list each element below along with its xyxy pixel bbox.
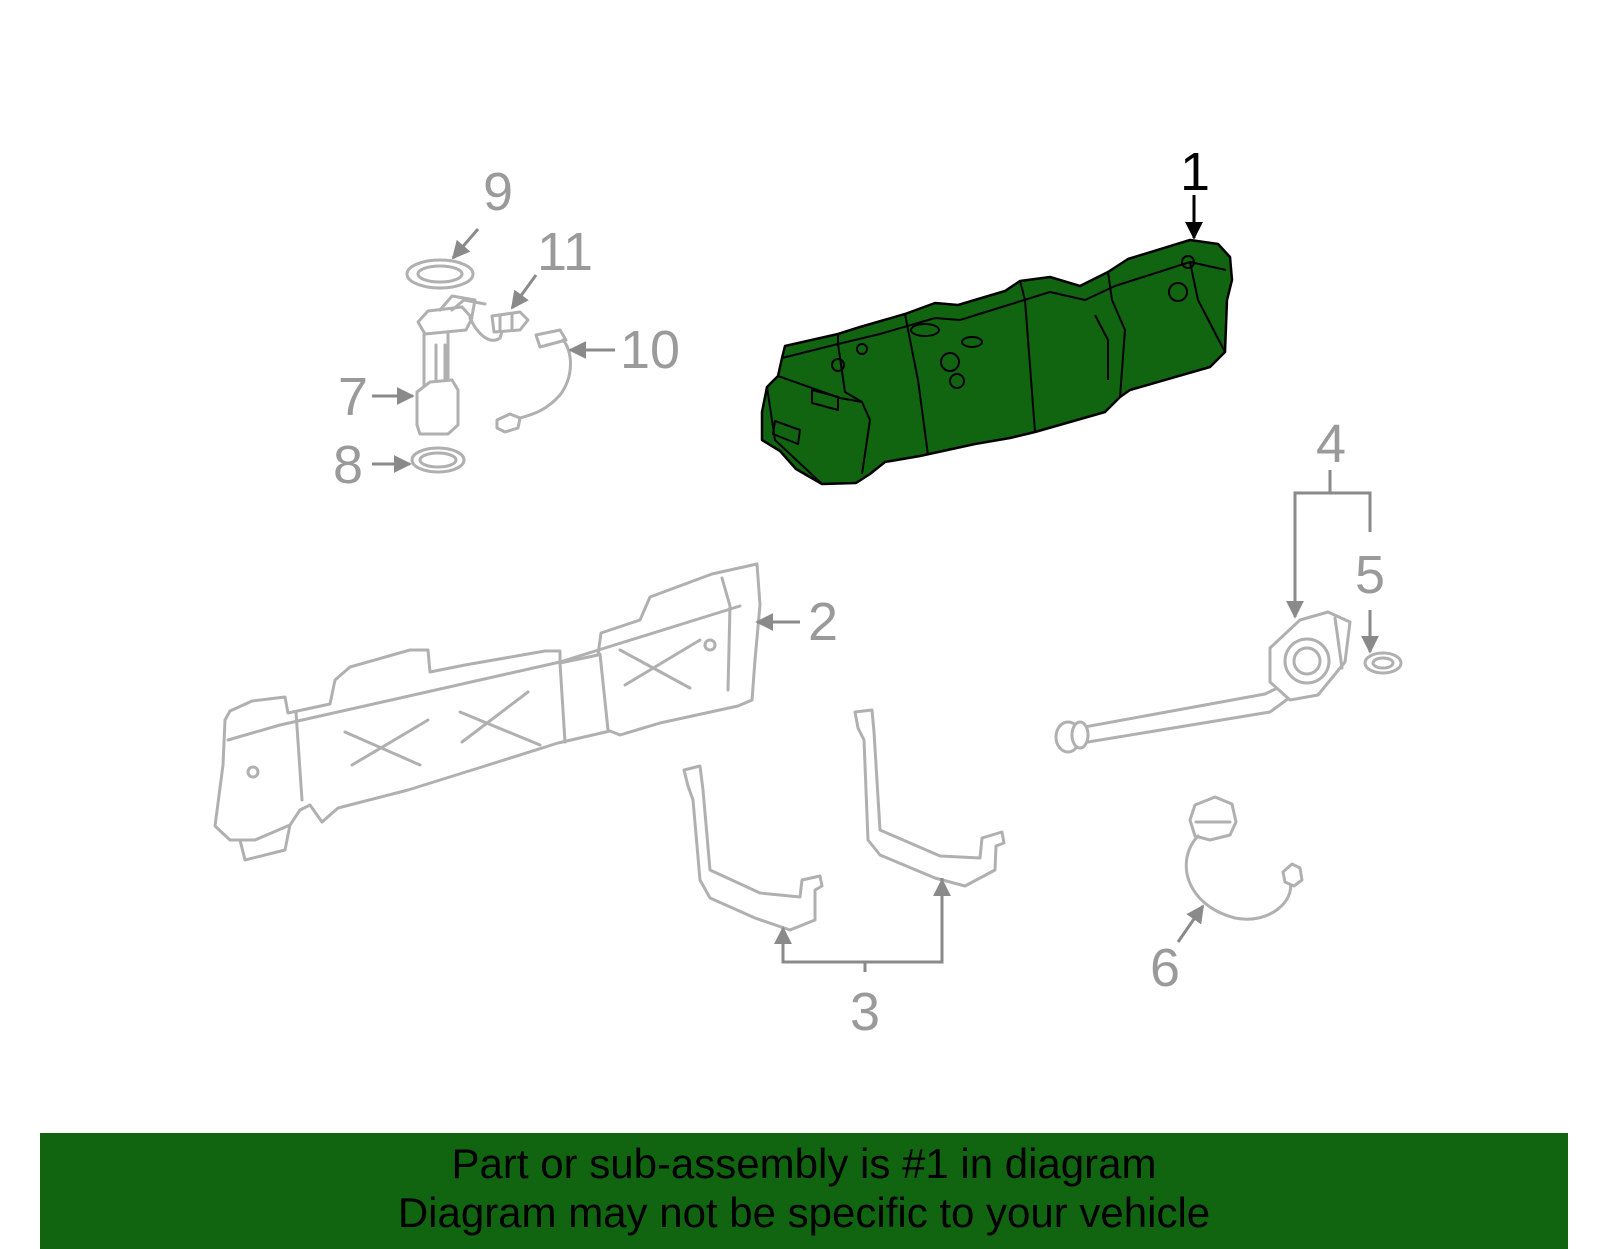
callout-9: 9 xyxy=(483,162,513,222)
seal-ring-part-8[interactable] xyxy=(410,446,466,474)
skid-plate-part-2[interactable] xyxy=(213,562,762,862)
callout-2: 2 xyxy=(808,592,838,652)
filler-neck-part-4[interactable] xyxy=(1054,610,1352,754)
info-banner: Part or sub-assembly is #1 in diagram Di… xyxy=(40,1133,1568,1249)
leader-6 xyxy=(1176,904,1205,943)
leader-lines xyxy=(372,195,1379,972)
lock-ring-part-9[interactable] xyxy=(405,258,475,290)
o-ring-part-5[interactable] xyxy=(1363,651,1403,675)
sensor-harness-part-10[interactable] xyxy=(495,328,572,434)
callout-4: 4 xyxy=(1316,414,1346,474)
fuel-tank-part-1[interactable] xyxy=(760,238,1234,486)
leader-9 xyxy=(451,228,480,260)
tank-straps-part-3[interactable] xyxy=(682,708,1006,932)
banner-line-2: Diagram may not be specific to your vehi… xyxy=(397,1189,1211,1236)
leader-3 xyxy=(781,878,944,964)
callout-7: 7 xyxy=(338,367,368,427)
callout-labels: 1 2 3 4 5 6 7 8 9 10 11 xyxy=(333,142,1385,1042)
leader-4 xyxy=(1293,470,1372,615)
fuel-cap-part-6[interactable] xyxy=(1184,795,1304,921)
callout-3: 3 xyxy=(850,982,880,1042)
banner-line-1: Part or sub-assembly is #1 in diagram xyxy=(451,1140,1157,1187)
callout-5: 5 xyxy=(1355,545,1385,605)
callout-11: 11 xyxy=(537,222,593,282)
callout-10: 10 xyxy=(620,320,680,380)
fuel-pump-module-part-7[interactable] xyxy=(415,294,507,436)
connector-part-11[interactable] xyxy=(490,310,530,334)
callout-6: 6 xyxy=(1150,938,1180,998)
callout-8: 8 xyxy=(333,435,363,495)
leader-11 xyxy=(510,274,538,310)
callout-1: 1 xyxy=(1180,142,1210,202)
